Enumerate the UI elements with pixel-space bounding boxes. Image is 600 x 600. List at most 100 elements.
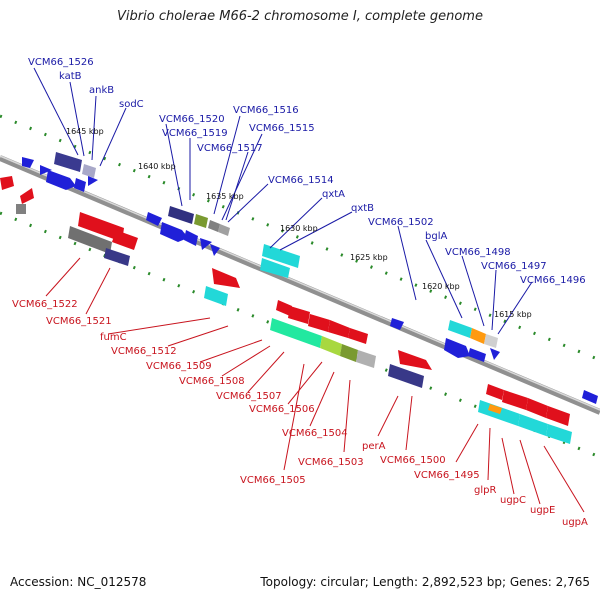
gene-label[interactable]: sodC <box>119 99 144 110</box>
reverse-leader-lines <box>45 257 585 513</box>
gene-arrow[interactable] <box>210 244 220 256</box>
gene-arrow[interactable] <box>82 164 96 178</box>
gene-arrow[interactable] <box>260 258 290 278</box>
gene-label[interactable]: ankB <box>89 85 114 96</box>
gene-arrow[interactable] <box>448 320 472 338</box>
gene-label[interactable]: VCM66_1495 <box>414 470 480 481</box>
gene-label[interactable]: qxtB <box>351 203 374 214</box>
gene-label[interactable]: VCM66_1517 <box>197 143 263 154</box>
gene-arrow[interactable] <box>470 328 486 344</box>
gene-arrow[interactable] <box>74 178 86 192</box>
gene-arrow[interactable] <box>546 406 570 426</box>
gene-arrow[interactable] <box>212 268 240 288</box>
gene-label[interactable]: VCM66_1520 <box>159 114 225 125</box>
gene-arrow[interactable] <box>444 338 470 358</box>
gene-label[interactable]: VCM66_1512 <box>111 346 177 357</box>
gene-label[interactable]: VCM66_1505 <box>240 475 306 486</box>
gene-arrow[interactable] <box>54 152 82 172</box>
gene-arrow[interactable] <box>484 334 498 348</box>
gene-arrow[interactable] <box>388 364 424 388</box>
gene-label[interactable]: VCM66_1521 <box>46 316 112 327</box>
forward-genes <box>22 152 598 404</box>
gene-label[interactable]: VCM66_1509 <box>146 361 212 372</box>
gene-label[interactable]: VCM66_1508 <box>179 376 245 387</box>
gene-arrow[interactable] <box>328 320 350 338</box>
forward-leader-lines <box>33 67 533 335</box>
gene-arrow[interactable] <box>502 390 528 410</box>
gene-arrow[interactable] <box>390 318 404 330</box>
gene-arrow[interactable] <box>356 350 376 368</box>
kbp-mark: 1635 kbp <box>206 192 244 201</box>
gene-arrow[interactable] <box>582 390 598 404</box>
gene-label[interactable]: VCM66_1503 <box>298 457 364 468</box>
gene-arrow[interactable] <box>88 176 98 186</box>
gene-arrow[interactable] <box>200 238 212 250</box>
gene-arrow[interactable] <box>490 348 500 360</box>
gene-label[interactable]: VCM66_1519 <box>162 128 228 139</box>
gene-arrow[interactable] <box>486 384 504 400</box>
gene-arrow[interactable] <box>340 344 358 362</box>
gene-label[interactable]: VCM66_1504 <box>282 428 348 439</box>
gene-arrow[interactable] <box>40 165 52 175</box>
gene-arrow[interactable] <box>204 286 228 306</box>
gene-label[interactable]: ugpE <box>530 505 555 516</box>
gene-arrow[interactable] <box>398 350 432 370</box>
gene-label[interactable]: perA <box>362 441 386 452</box>
gene-label[interactable]: VCM66_1514 <box>268 175 334 186</box>
gene-arrow[interactable] <box>218 224 230 236</box>
gene-arrow[interactable] <box>16 204 26 214</box>
gene-arrow[interactable] <box>262 244 300 268</box>
gene-arrow[interactable] <box>0 176 14 190</box>
gene-arrow[interactable] <box>104 248 130 266</box>
gene-arrow[interactable] <box>194 214 208 228</box>
gene-label[interactable]: fumC <box>100 332 127 343</box>
gene-label[interactable]: VCM66_1515 <box>249 123 315 134</box>
kbp-mark: 1630 kbp <box>280 224 318 233</box>
gene-label[interactable]: bglA <box>425 231 447 242</box>
gene-arrow[interactable] <box>112 230 138 250</box>
gene-arrow[interactable] <box>22 157 34 168</box>
gene-label[interactable]: VCM66_1522 <box>12 299 78 310</box>
gene-arrow[interactable] <box>160 222 188 242</box>
gene-arrow[interactable] <box>526 398 548 418</box>
gene-arrow[interactable] <box>184 230 198 246</box>
gene-arrow[interactable] <box>146 212 162 226</box>
gene-label[interactable]: VCM66_1502 <box>368 217 434 228</box>
gene-label[interactable]: VCM66_1496 <box>520 275 586 286</box>
gene-arrow[interactable] <box>546 424 572 444</box>
kbp-marks: 1645 kbp 1640 kbp 1635 kbp 1630 kbp 1625… <box>66 127 532 319</box>
gene-arrow[interactable] <box>288 306 310 324</box>
gene-label[interactable]: katB <box>59 71 82 82</box>
gene-label[interactable]: ugpA <box>562 517 588 528</box>
gene-arrow[interactable] <box>308 314 330 332</box>
gene-label[interactable]: VCM66_1516 <box>233 105 299 116</box>
gene-arrow[interactable] <box>168 206 194 224</box>
gene-label[interactable]: qxtA <box>322 189 345 200</box>
gene-label[interactable]: ugpC <box>500 495 526 506</box>
gene-arrow[interactable] <box>468 348 486 362</box>
gene-arrow[interactable] <box>68 226 112 254</box>
gene-arrow[interactable] <box>488 404 502 414</box>
backbone-highlight <box>0 155 600 411</box>
kbp-mark: 1615 kbp <box>494 310 532 319</box>
gene-arrow[interactable] <box>208 220 220 232</box>
summary-text: Topology: circular; Length: 2,892,523 bp… <box>260 575 590 589</box>
gene-arrow[interactable] <box>270 318 322 348</box>
gene-arrow[interactable] <box>276 300 292 316</box>
gene-arrow[interactable] <box>518 414 548 436</box>
gene-label[interactable]: VCM66_1526 <box>28 57 94 68</box>
gene-label[interactable]: glpR <box>474 485 496 496</box>
gene-arrow[interactable] <box>348 328 368 344</box>
gene-arrow[interactable] <box>78 212 124 242</box>
gene-label[interactable]: VCM66_1497 <box>481 261 547 272</box>
gene-label[interactable]: VCM66_1500 <box>380 455 446 466</box>
gene-arrow[interactable] <box>20 188 34 204</box>
kbp-mark: 1625 kbp <box>350 253 388 262</box>
kbp-mark: 1640 kbp <box>138 162 176 171</box>
reverse-gene-labels: VCM66_1522 VCM66_1521 fumC VCM66_1512 VC… <box>12 299 588 528</box>
gene-label[interactable]: VCM66_1506 <box>249 404 315 415</box>
gene-label[interactable]: VCM66_1498 <box>445 247 511 258</box>
gene-arrow[interactable] <box>320 336 342 356</box>
gene-label[interactable]: VCM66_1507 <box>216 391 282 402</box>
gene-arrow[interactable] <box>46 170 76 190</box>
